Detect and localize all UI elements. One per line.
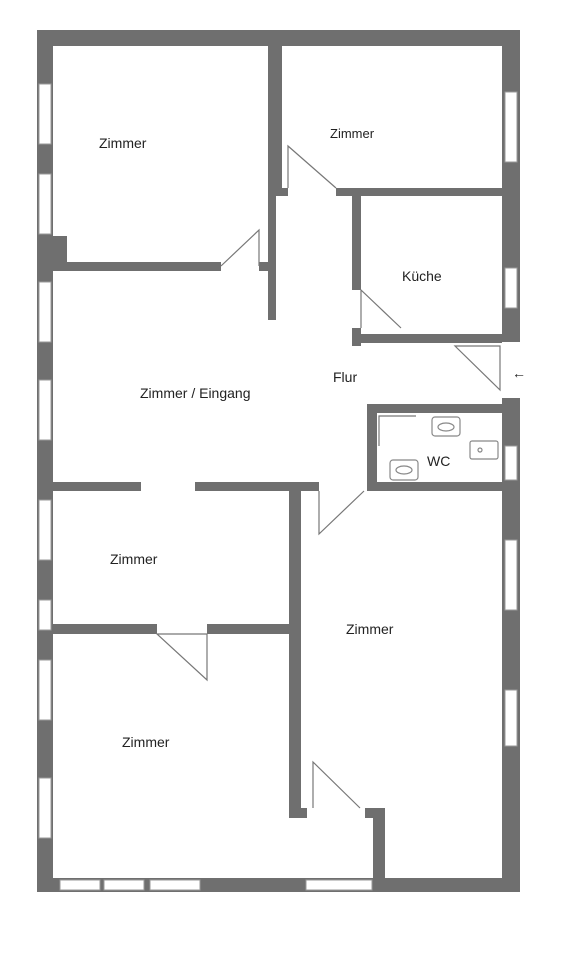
wall-kitchen-left [352,196,361,290]
wc-fixtures [389,416,499,481]
wc-basin-bowl-icon [437,422,455,432]
label-flur: Flur [333,369,357,385]
outer-wall-right-lower [502,398,520,892]
label-zimmer-mid-left: Zimmer [110,551,158,567]
window-left-2 [38,173,52,235]
door-bottom-corridor [312,760,361,809]
window-right-5 [504,689,518,747]
windows [38,83,518,891]
window-left-4 [38,379,52,441]
room-labels: Zimmer Zimmer Küche Zimmer / Eingang Flu… [99,126,450,750]
label-zimmer-right-large: Zimmer [346,621,394,637]
window-bottom-1 [59,879,101,891]
hand-basin-icon [469,440,499,460]
wall-kitchen-bottom [352,334,502,343]
label-zimmer-top-right: Zimmer [330,126,375,141]
wall-room2-bottom-a [276,188,288,196]
door-mid-lower [155,633,208,682]
window-bottom-2 [103,879,145,891]
wall-wc-bottom [367,482,502,491]
window-left-3 [38,281,52,343]
label-wc: WC [427,453,450,469]
window-right-2 [504,267,518,309]
label-zimmer-top-left: Zimmer [99,135,147,151]
window-left-6 [38,599,52,631]
wall-room1-bottom [53,262,221,271]
wall-bottom-corridor [289,808,307,818]
window-left-7 [38,659,52,721]
door-room2 [287,144,337,189]
wall-room1-bottom-stub [259,262,276,271]
label-kueche: Küche [402,268,442,284]
wall-mid-upper-b [195,482,319,491]
wall-big-room-left [289,482,301,818]
door-big-room [318,490,365,536]
outer-wall-left [37,30,53,892]
window-left-5 [38,499,52,561]
wall-room1-right [268,46,276,320]
label-zimmer-bottom-left: Zimmer [122,734,170,750]
outer-wall-top [37,30,520,46]
wall-wc-top [367,404,502,413]
door-wc [378,415,416,446]
wall-mid-lower-a [53,624,157,634]
entrance-arrow: ← [512,365,526,381]
window-right-1 [504,91,518,163]
window-right-3 [504,445,518,481]
door-kitchen [360,288,402,329]
wall-wc-left [367,404,377,490]
window-left-8 [38,777,52,839]
toilet-bowl-icon [395,465,413,475]
window-bottom-3 [149,879,201,891]
wall-mid-lower-b [207,624,289,634]
hand-basin-drain-icon [477,447,483,453]
door-entrance [453,345,501,392]
label-zimmer-eingang: Zimmer / Eingang [140,385,250,401]
wall-mid-upper [53,482,141,491]
room1-corner-block [37,236,67,266]
door-room1 [220,228,260,267]
wall-bottom-corridor-c [373,808,385,884]
wall-room2-bottom-b [336,188,502,196]
wall-room2-left [276,46,282,188]
window-bottom-4 [305,879,373,891]
doors [155,144,501,809]
window-right-4 [504,539,518,611]
window-left-1 [38,83,52,145]
